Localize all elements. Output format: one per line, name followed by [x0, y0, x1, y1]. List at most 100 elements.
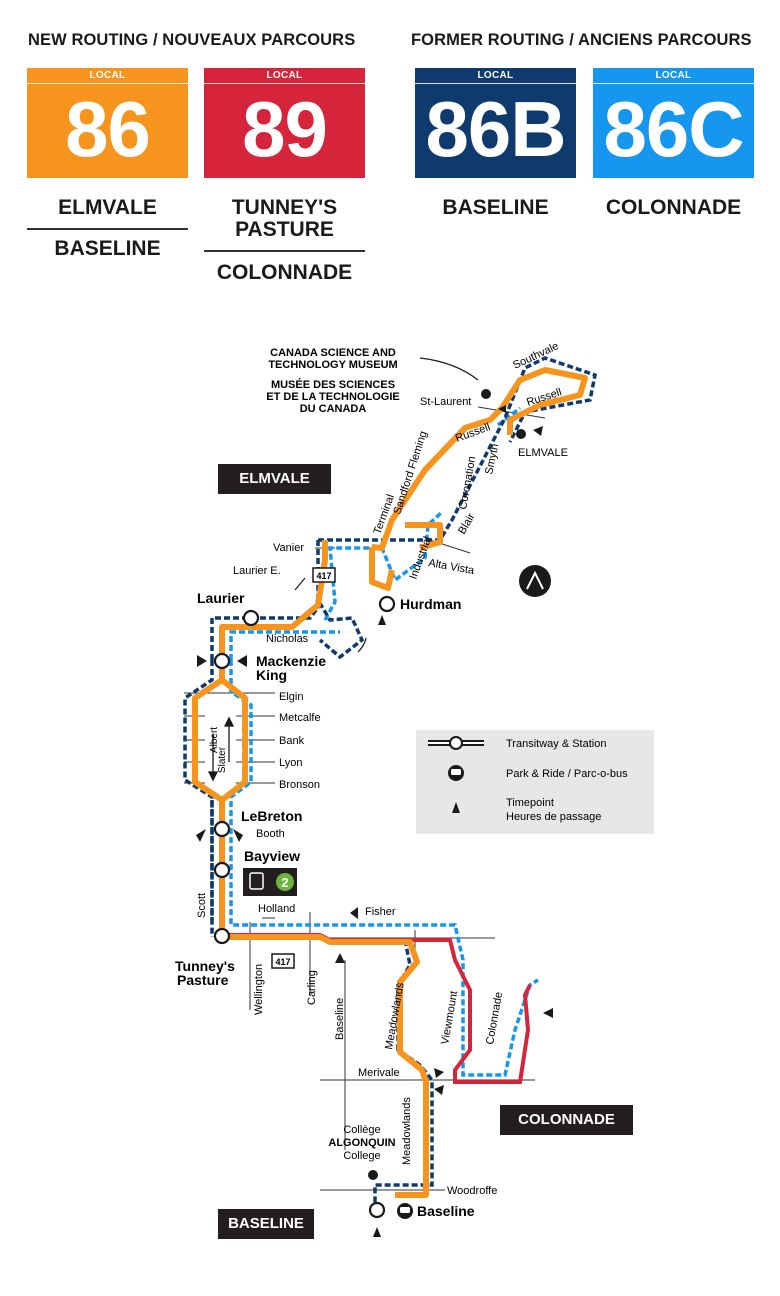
elmvale-stop-dot — [516, 429, 526, 439]
label-lebreton: LeBreton — [241, 808, 302, 824]
street-bronson: Bronson — [279, 779, 320, 791]
station-bayview — [213, 861, 231, 879]
albert-slater-corridor — [198, 717, 243, 768]
route-86-type: LOCAL — [27, 68, 188, 84]
college-dot — [368, 1170, 378, 1180]
street-vanier: Vanier — [273, 542, 304, 554]
museum-dot — [481, 389, 491, 399]
street-colonnade: Colonnade — [484, 991, 505, 1045]
route-89-divider — [204, 250, 365, 252]
station-mackenzie-king — [213, 652, 231, 670]
label-hurdman: Hurdman — [400, 596, 461, 612]
station-hurdman — [378, 595, 396, 613]
label-college-1: Collège — [343, 1124, 380, 1136]
street-st-laurent: St-Laurent — [420, 396, 471, 408]
street-smyth: Smyth — [483, 443, 501, 476]
route-86-number: 86 — [65, 85, 151, 173]
timepoint-markers — [196, 405, 553, 1237]
label-mackenzie-2: King — [256, 667, 287, 683]
museum-line-1: CANADA SCIENCE AND — [270, 347, 396, 359]
street-alta-vista: Alta Vista — [427, 557, 476, 577]
route-89-destination-tunneys-2: PASTURE — [235, 218, 334, 241]
route-89-destination-tunneys-1: TUNNEY'S — [231, 196, 338, 219]
route-86c-destination: COLONNADE — [605, 196, 742, 219]
museum-line-4: ET DE LA TECHNOLOGIE — [266, 391, 399, 403]
street-slater: Slater — [217, 746, 228, 773]
street-coronation: Coronation — [457, 455, 478, 510]
street-meadowlands-1: Meadowlands — [383, 981, 407, 1050]
elmvale-terminus-tag: ELMVALE — [218, 464, 331, 494]
label-baseline-station: Baseline — [417, 1203, 475, 1219]
route-86c-number: 86C — [603, 85, 744, 173]
colonnade-terminus-tag: COLONNADE — [500, 1105, 633, 1135]
street-fisher: Fisher — [365, 906, 396, 918]
stations — [213, 595, 396, 1219]
station-lebreton — [213, 820, 231, 838]
route-86-divider — [27, 228, 188, 230]
street-viewmount: Viewmount — [439, 990, 460, 1045]
museum-line-3: MUSÉE DES SCIENCES — [271, 378, 395, 391]
route-89-badge: LOCAL 89 — [204, 68, 365, 178]
highway-417-shield-1: 417 — [312, 567, 336, 583]
street-elgin: Elgin — [279, 691, 303, 703]
route-86-path — [192, 367, 588, 1198]
street-lyon: Lyon — [279, 757, 302, 769]
route-86b-badge: LOCAL 86B — [415, 68, 576, 178]
baseline-terminus-tag: BASELINE — [218, 1209, 314, 1239]
station-baseline — [368, 1201, 386, 1219]
new-routing-heading: NEW ROUTING / NOUVEAUX PARCOURS — [28, 31, 356, 49]
route-86c-badge: LOCAL 86C — [593, 68, 754, 178]
north-arrow-icon — [519, 565, 551, 597]
hwy-417-label-2: 417 — [275, 957, 290, 967]
legend-timepoint-1: Timepoint — [506, 797, 554, 809]
station-laurier — [242, 609, 260, 627]
map-legend: Transitway & Station Park & Ride / Parc-… — [416, 730, 654, 834]
route-86-destination-baseline: BASELINE — [54, 237, 161, 260]
route-86b-type: LOCAL — [415, 68, 576, 84]
albert-slater-arrows — [207, 716, 235, 782]
hwy-417-label-1: 417 — [316, 571, 331, 581]
label-mackenzie-1: Mackenzie — [256, 653, 326, 669]
route-89-number: 89 — [242, 85, 328, 173]
street-merivale: Merivale — [358, 1067, 400, 1079]
route-86-destination-elmvale: ELMVALE — [58, 196, 157, 219]
o-train-icon: 2 — [243, 868, 297, 896]
label-college-3: College — [343, 1150, 380, 1162]
route-89-type: LOCAL — [204, 68, 365, 84]
legend-park-ride: Park & Ride / Parc-o-bus — [506, 768, 628, 780]
label-bayview: Bayview — [244, 848, 300, 864]
street-laurier-e: Laurier E. — [233, 565, 281, 577]
street-metcalfe: Metcalfe — [279, 712, 321, 724]
label-laurier: Laurier — [197, 590, 245, 606]
street-bank: Bank — [279, 735, 305, 747]
street-albert: Albert — [209, 727, 220, 753]
street-meadowlands-2: Meadowlands — [401, 1097, 413, 1165]
park-ride-icon-baseline — [397, 1203, 413, 1219]
street-baseline-road: Baseline — [334, 998, 346, 1040]
street-nicholas: Nicholas — [266, 633, 309, 645]
route-86-badge: LOCAL 86 — [27, 68, 188, 178]
label-college-2: ALGONQUIN — [328, 1137, 395, 1149]
street-blair: Blair — [456, 511, 478, 536]
label-tunneys-2: Pasture — [177, 972, 229, 988]
direction-arrows — [294, 357, 479, 653]
former-routing-heading: FORMER ROUTING / ANCIENS PARCOURS — [411, 31, 752, 49]
street-holland: Holland — [258, 903, 295, 915]
museum-line-2: TECHNOLOGY MUSEUM — [268, 359, 397, 371]
street-woodroffe: Woodroffe — [447, 1185, 497, 1197]
route-86b-number: 86B — [425, 85, 566, 173]
legend-timepoint-2: Heures de passage — [506, 811, 601, 823]
label-elmvale-stop: ELMVALE — [518, 447, 568, 459]
route-89-path — [222, 933, 532, 1084]
label-tunneys-1: Tunney's — [175, 958, 235, 974]
museum-label: CANADA SCIENCE AND TECHNOLOGY MUSEUM MUS… — [266, 347, 399, 415]
route-86b-destination: BASELINE — [442, 196, 549, 219]
street-scott: Scott — [196, 893, 208, 918]
highway-417-shield-2: 417 — [271, 953, 295, 969]
street-booth: Booth — [256, 828, 285, 840]
o-train-line-number: 2 — [281, 875, 288, 890]
street-southvale: Southvale — [511, 340, 560, 372]
station-tunneys-pasture — [213, 927, 231, 945]
street-wellington: Wellington — [253, 964, 265, 1015]
